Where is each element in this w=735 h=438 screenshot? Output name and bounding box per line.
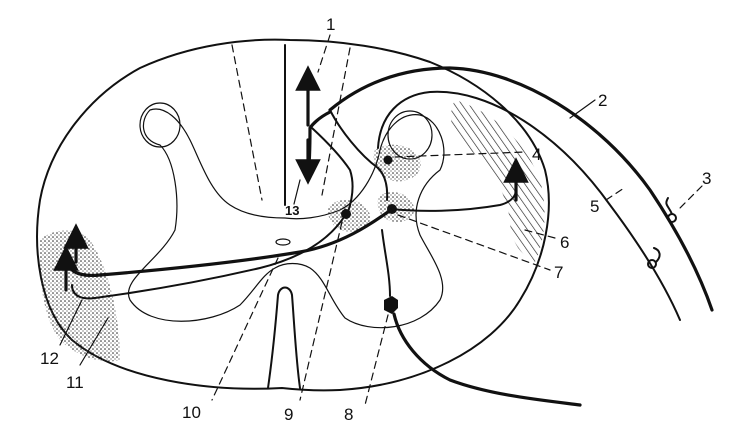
crossing-fiber-upper (66, 207, 394, 278)
label-12: 12 (40, 349, 59, 368)
dorsal-root-fiber-outer (328, 66, 714, 312)
spinocerebellar-tract-hatch (450, 100, 545, 262)
left-dorsal-horn-cap (139, 102, 181, 148)
collateral-fiber-2 (329, 109, 389, 201)
central-canal (275, 238, 291, 246)
anterior-median-fissure (267, 286, 301, 389)
label-8: 8 (344, 405, 353, 424)
ganglion-stalk-upper (665, 197, 673, 215)
leader-line-10 (211, 257, 279, 401)
leader-line-5 (605, 187, 625, 201)
label-2: 2 (598, 91, 607, 110)
gray-matter-outline (127, 108, 445, 329)
label-10: 10 (182, 403, 201, 422)
label-3: 3 (702, 169, 711, 188)
leader-line-4 (394, 151, 526, 158)
label-4: 4 (532, 145, 541, 164)
motor-neuron-dendrite (381, 229, 391, 297)
spinocerebellar-fiber (391, 189, 517, 212)
label-7: 7 (554, 263, 563, 282)
label-1: 1 (326, 15, 335, 34)
label-6: 6 (560, 233, 569, 252)
leader-line-13 (293, 179, 301, 205)
leader-line-2 (569, 99, 596, 119)
leader-line-12 (59, 299, 83, 346)
leader-line-9 (299, 221, 343, 401)
leader-line-11 (79, 317, 109, 366)
leader-line-7 (397, 214, 551, 271)
leader-line-1 (317, 34, 331, 73)
leader-line-8 (364, 314, 389, 406)
crossing-fiber-lower (71, 213, 347, 300)
nucleus-stipple-dorsal (373, 144, 421, 182)
ganglion-stalk-lower (653, 247, 661, 263)
ganglion-cell-lower (647, 259, 657, 269)
motor-neuron (384, 296, 398, 314)
posterior-column-boundary-left (231, 44, 263, 201)
dorsal-horn-neuron (383, 155, 393, 165)
collateral-fiber-1 (311, 127, 354, 213)
leader-line-6 (524, 229, 556, 239)
label-13: 13 (285, 203, 299, 218)
label-11: 11 (66, 373, 84, 392)
leader-line-3 (679, 185, 703, 209)
ventral-root-fiber (392, 312, 582, 407)
label-5: 5 (590, 197, 599, 216)
label-9: 9 (284, 405, 293, 424)
